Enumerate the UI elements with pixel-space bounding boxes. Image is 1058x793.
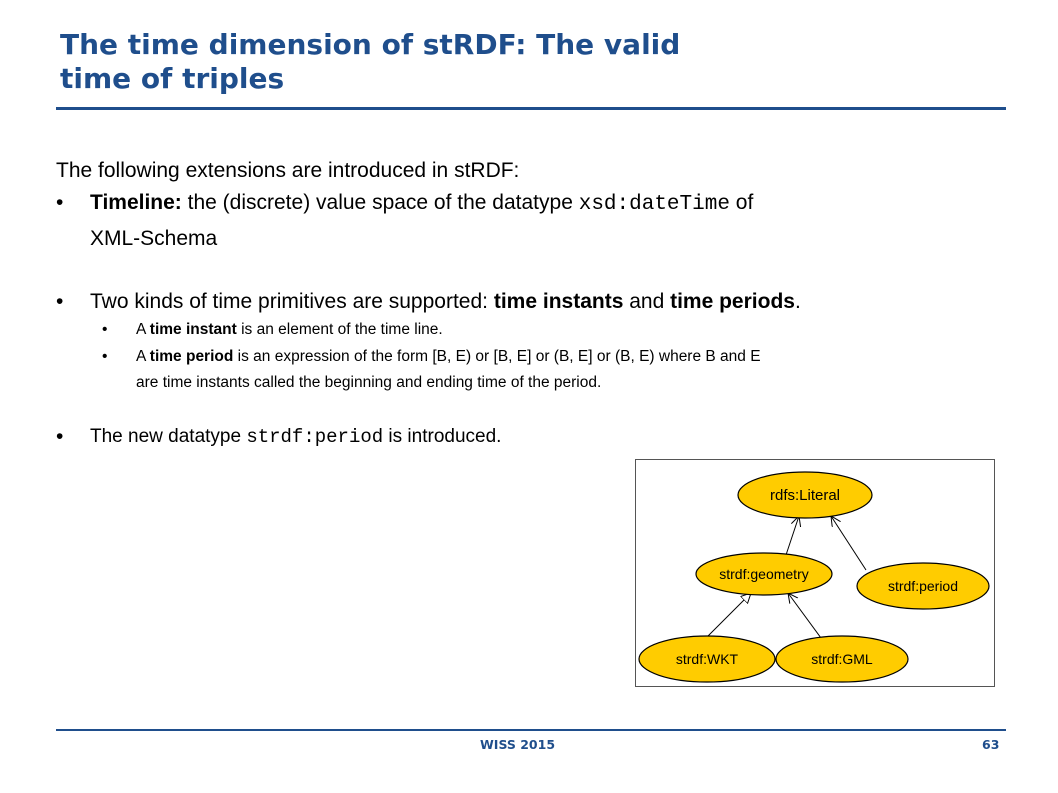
bullet-new-datatype: The new datatype strdf:period is introdu… (90, 424, 501, 450)
datatype-text-b: is introduced. (383, 426, 502, 447)
sub-bullet-time-instant: A time instant is an element of the time… (136, 320, 443, 340)
bullet-glyph: • (56, 425, 64, 448)
primitives-text-c: . (794, 290, 801, 313)
node-rdfs-literal: rdfs:Literal (737, 471, 873, 519)
diagram-svg: rdfs:Literal strdf:geometry strdf:period… (638, 471, 990, 683)
timeline-text-b: of (729, 191, 754, 214)
period-text-b: is an expression of the form [B, E) or [… (233, 348, 761, 365)
datatype-hierarchy-diagram: rdfs:Literal strdf:geometry strdf:period… (635, 459, 995, 687)
xsd-datetime-code: xsd:dateTime (578, 193, 730, 216)
instant-bold: time instant (149, 321, 237, 338)
node-label: strdf:period (888, 578, 958, 594)
node-strdf-wkt: strdf:WKT (638, 635, 776, 683)
sub-bullet-glyph: • (102, 321, 108, 338)
sub-bullet-time-period: A time period is an expression of the fo… (136, 347, 761, 367)
node-strdf-period: strdf:period (856, 562, 990, 610)
period-text-a: A (136, 348, 150, 365)
primitives-bold-instants: time instants (493, 290, 624, 313)
instant-text-a: A (136, 321, 150, 338)
primitives-bold-periods: time periods (670, 290, 795, 313)
period-line-2: are time instants called the beginning a… (136, 374, 602, 391)
node-label: strdf:WKT (676, 651, 739, 667)
datatype-text-a: The new datatype (90, 426, 247, 447)
timeline-line-2: XML-Schema (90, 227, 218, 250)
node-label: strdf:geometry (719, 566, 808, 582)
page-number: 63 (982, 737, 1000, 752)
edge-gml-to-geometry (788, 593, 822, 639)
bullet-time-primitives: Two kinds of time primitives are support… (90, 289, 801, 315)
footer-event: WISS 2015 (480, 737, 556, 752)
title-underline (56, 107, 1006, 110)
strdf-period-code: strdf:period (246, 426, 384, 448)
title-line-2: time of triples (60, 62, 285, 95)
timeline-text-a: the (discrete) value space of the dataty… (181, 191, 579, 214)
period-bold: time period (149, 348, 234, 365)
footer-rule (56, 729, 1006, 731)
node-label: rdfs:Literal (770, 487, 840, 504)
bullet-timeline: Timeline: the (discrete) value space of … (90, 190, 753, 218)
instant-text-b: is an element of the time line. (236, 321, 443, 338)
node-strdf-gml: strdf:GML (775, 635, 909, 683)
bullet-glyph: • (56, 191, 64, 214)
title-line-1: The time dimension of stRDF: The valid (60, 28, 681, 61)
primitives-text-a: Two kinds of time primitives are support… (90, 290, 494, 313)
sub-bullet-glyph: • (102, 348, 108, 365)
timeline-label: Timeline: (90, 191, 182, 214)
node-strdf-geometry: strdf:geometry (695, 552, 833, 596)
edge-wkt-to-geometry (705, 593, 751, 639)
edge-period-to-literal (831, 516, 867, 571)
primitives-text-b: and (623, 290, 671, 313)
node-label: strdf:GML (811, 651, 873, 667)
intro-text: The following extensions are introduced … (56, 159, 520, 182)
bullet-glyph: • (56, 290, 64, 313)
edge-geometry-to-literal (785, 516, 799, 556)
slide-title: The time dimension of stRDF: The valid t… (60, 28, 960, 96)
